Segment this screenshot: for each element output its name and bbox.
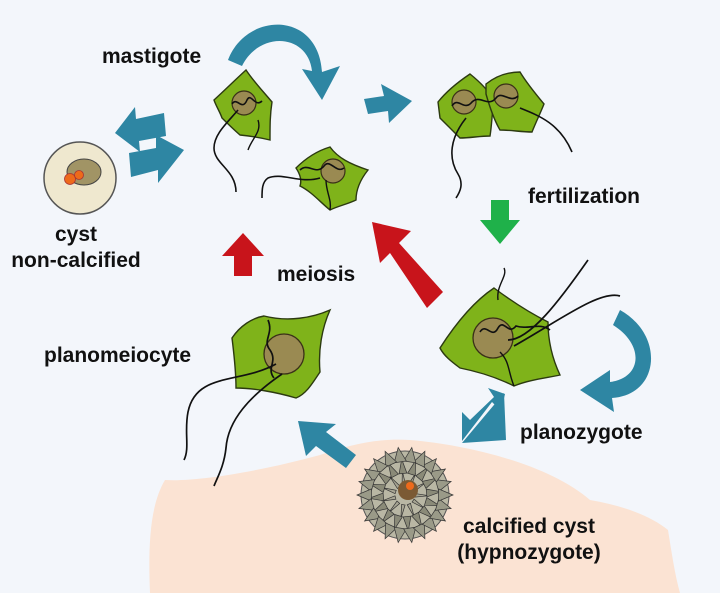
cyst-spike <box>387 462 399 479</box>
cyst-spike <box>403 526 417 544</box>
label-non-calcified: non-calcified <box>11 249 141 272</box>
label-planomeiocyte: planomeiocyte <box>44 344 192 367</box>
cyst-spike <box>376 471 392 485</box>
fertilization-arrow <box>480 200 520 244</box>
cyst-spike <box>400 503 406 519</box>
cyst-spike <box>373 515 389 532</box>
arrow-planozygote-loop <box>580 310 652 412</box>
label-cyst-non-calcified: cyst non-calcified <box>0 222 152 274</box>
cyst-spike <box>363 468 381 483</box>
cyst-spike <box>424 497 441 506</box>
cyst-spike <box>403 446 417 464</box>
label-calcified-cyst: calcified cyst (hypnozygote) <box>444 514 614 566</box>
cyst-spike <box>363 507 381 522</box>
arrow-calcified-to-planomeiocyte <box>298 421 356 468</box>
gamete-pair <box>437 71 573 199</box>
arrow-mastigote-to-cyst <box>115 107 166 152</box>
cyst-spike <box>429 468 447 483</box>
cyst-spike <box>412 450 426 468</box>
cyst-spike <box>411 511 423 528</box>
mastigote-cell-2 <box>261 146 370 211</box>
cyst-spike <box>394 514 403 531</box>
cyst-spike <box>388 500 401 513</box>
arrow-planozygote-to-calcified <box>462 388 506 443</box>
cyst-spike <box>373 458 389 475</box>
cyst-spike <box>398 457 408 475</box>
cyst-spike <box>369 484 386 493</box>
cyst-spike <box>393 446 407 464</box>
cyst-spike <box>381 508 395 524</box>
arrow-cyst-to-mastigote <box>129 135 184 183</box>
cyst-spike <box>382 487 397 495</box>
label-meiosis: meiosis <box>277 263 356 286</box>
planomeiocyte-cell <box>183 308 332 487</box>
cyst-spike <box>421 515 437 532</box>
cyst-spike <box>381 495 397 502</box>
cyst-spike <box>415 466 429 482</box>
cyst-spike <box>418 505 434 519</box>
label-hypnozygote: (hypnozygote) <box>457 541 601 564</box>
label-calcified-cyst-line1: calcified cyst <box>463 515 595 538</box>
non-calcified-cyst <box>43 141 117 215</box>
cyst-spike <box>384 450 398 468</box>
cyst-spike <box>372 501 389 513</box>
label-cyst: cyst <box>54 223 98 246</box>
mastigote-cell-1 <box>213 68 273 193</box>
cyst-spike <box>434 497 452 511</box>
cyst-spike <box>421 477 438 489</box>
arrow-mastigote-to-gametes <box>364 84 412 123</box>
cyst-spike <box>367 492 385 502</box>
cyst-spike <box>384 522 398 540</box>
calcified-cyst <box>356 446 454 544</box>
cyst-spike <box>406 502 415 518</box>
cyst-spike <box>425 488 443 498</box>
cyst-spike <box>407 459 416 476</box>
label-mastigote: mastigote <box>102 45 202 68</box>
cyst-spike <box>358 497 376 511</box>
cyst-spike <box>411 498 426 509</box>
planozygote-cell <box>439 259 621 387</box>
cyst-spike <box>438 488 454 502</box>
meiosis-arrow-left <box>222 233 264 276</box>
cyst-spike <box>421 458 437 475</box>
cyst-spike <box>412 522 426 540</box>
cyst-spike <box>434 479 452 493</box>
label-planozygote: planozygote <box>520 421 643 444</box>
label-fertilization: fertilization <box>528 185 641 208</box>
meiosis-arrow-right <box>372 222 443 308</box>
cyst-spike <box>429 507 447 522</box>
cyst-spike <box>358 479 376 493</box>
arrow-mastigote-loop <box>228 24 340 100</box>
cyst-spike <box>356 488 372 502</box>
cyst-spike <box>393 526 407 544</box>
cyst-spike <box>402 515 412 533</box>
